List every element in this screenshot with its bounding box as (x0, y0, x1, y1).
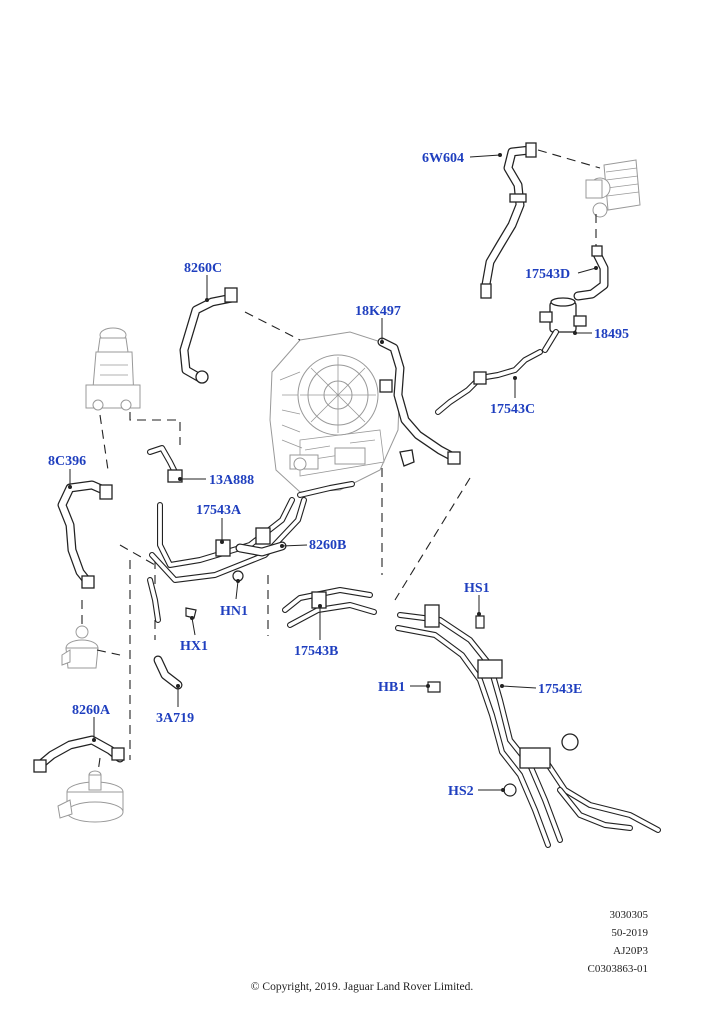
valve-18495 (539, 297, 587, 353)
hose-6W604 (480, 142, 537, 299)
label-17543E: 17543E (538, 682, 582, 697)
model-code: AJ20P3 (613, 945, 648, 957)
label-HB1: HB1 (378, 680, 405, 695)
hose-18K497 (377, 337, 461, 467)
label-8260B: 8260B (309, 538, 346, 553)
copyright-notice: © Copyright, 2019. Jaguar Land Rover Lim… (250, 981, 474, 993)
hose-8260C (179, 287, 238, 384)
drawing-reference-block: 3030305 50-2019 AJ20P3 C0303863-01 (588, 906, 649, 978)
label-17543D: 17543D (525, 267, 570, 282)
bolt-HS1 (475, 615, 485, 629)
label-8C396: 8C396 (48, 454, 86, 469)
label-17543C: 17543C (490, 402, 535, 417)
part-labels: 6W604 8260C 17543D 18K497 18495 17543C 8… (48, 151, 629, 799)
drawing-date: 50-2019 (611, 927, 648, 939)
hose-3A719 (153, 655, 183, 690)
label-8260A: 8260A (72, 703, 111, 718)
pipe-17543E (395, 604, 661, 848)
label-HN1: HN1 (220, 604, 248, 619)
label-17543A: 17543A (196, 503, 242, 518)
hose-8C396 (57, 480, 113, 589)
label-8260C: 8260C (184, 261, 222, 276)
oil-cooler (57, 770, 124, 823)
pipe-hx1-branch (147, 577, 161, 623)
dashed-association-lines (81, 149, 601, 773)
label-18K497: 18K497 (355, 304, 401, 319)
screw-HS2 (503, 783, 517, 797)
hose-17543C (435, 349, 543, 415)
label-6W604: 6W604 (422, 151, 464, 166)
electric-drive-unit (269, 331, 401, 493)
coolant-pump (61, 625, 99, 669)
label-18495: 18495 (594, 327, 629, 342)
catalog-code: C0303863-01 (587, 963, 649, 975)
leader-lines (68, 153, 598, 792)
label-HS2: HS2 (448, 784, 474, 799)
bolt-HB1 (427, 681, 441, 693)
pipe-17543B (282, 587, 377, 628)
hose-17543D (573, 245, 609, 301)
pipe-17543A (149, 481, 355, 583)
coolant-reservoir (85, 327, 141, 411)
label-17543B: 17543B (294, 644, 338, 659)
label-13A888: 13A888 (209, 473, 254, 488)
drawing-number: 3030305 (609, 909, 649, 921)
label-3A719: 3A719 (156, 711, 194, 726)
heater-module (585, 159, 641, 218)
label-HS1: HS1 (464, 581, 490, 596)
hose-8260A (33, 735, 125, 773)
hose-8260B (235, 541, 287, 557)
hose-13A888 (147, 445, 183, 483)
label-HX1: HX1 (180, 639, 208, 654)
